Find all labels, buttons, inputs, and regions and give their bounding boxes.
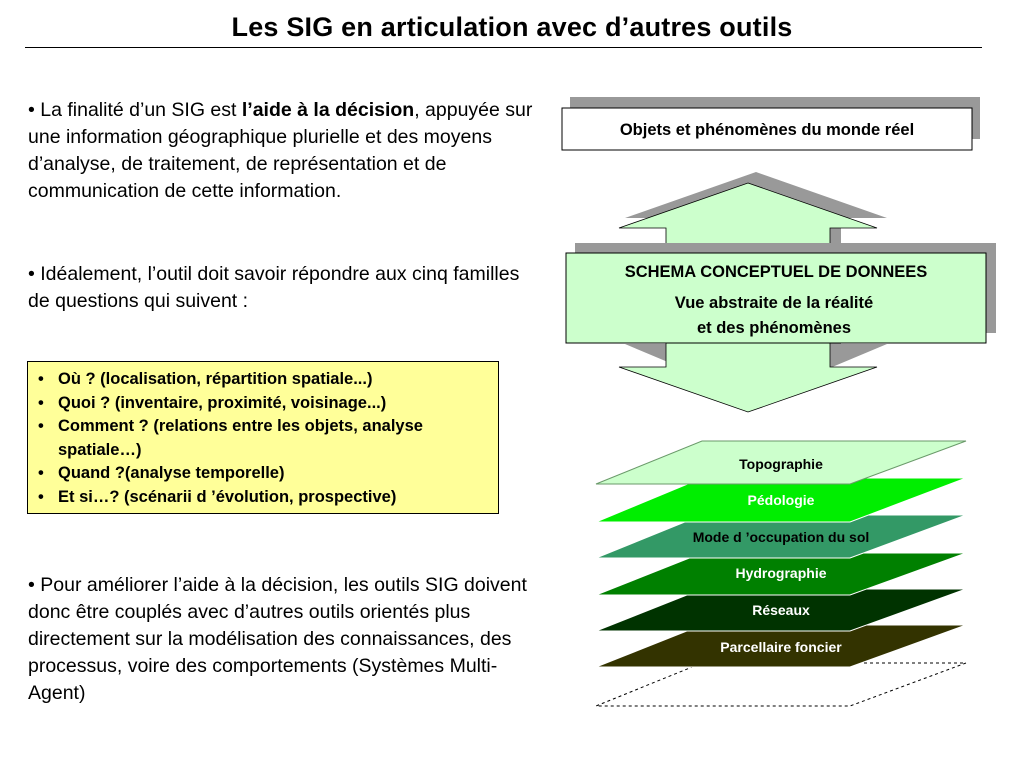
question-item: Quand ?(analyse temporelle) xyxy=(34,462,490,486)
question-item: Et si…? (scénarii d ’évolution, prospect… xyxy=(34,486,490,510)
layer-pedologie xyxy=(595,477,967,523)
bullet: • xyxy=(28,263,35,285)
top-box xyxy=(561,107,973,151)
bullet: • xyxy=(28,99,35,121)
paragraph-coupling: • Pour améliorer l’aide à la décision, l… xyxy=(28,572,533,707)
bullet: • xyxy=(28,574,35,596)
schema-subtitle-line-2: et des phénomènes xyxy=(697,319,851,337)
layer-parcellaire-foncier xyxy=(595,624,967,668)
layer-label-occupation-du-sol: Mode d ’occupation du sol xyxy=(693,529,870,545)
top-box-label: Objets et phénomènes du monde réel xyxy=(620,121,914,139)
layer-stack: Parcellaire foncier Réseaux Hydrographie… xyxy=(595,440,967,707)
layer-occupation-du-sol xyxy=(595,514,967,559)
question-item: Quoi ? (inventaire, proximité, voisinage… xyxy=(34,392,490,416)
questions-list: Où ? (localisation, répartition spatiale… xyxy=(34,368,490,509)
slide-title: Les SIG en articulation avec d’autres ou… xyxy=(231,12,793,42)
paragraph-decision-text-end: , appuyée sur une information géographiq… xyxy=(28,99,533,202)
paragraph-decision: • La finalité d’un SIG est l’aide à la d… xyxy=(28,97,533,205)
question-item: Comment ? (relations entre les objets, a… xyxy=(34,415,490,462)
layer-label-pedologie: Pédologie xyxy=(748,492,815,508)
layer-reseaux xyxy=(595,588,967,632)
layer-label-topographie: Topographie xyxy=(739,456,823,472)
schema-title: SCHEMA CONCEPTUEL DE DONNEES xyxy=(625,263,928,281)
layer-label-hydrographie: Hydrographie xyxy=(735,565,826,581)
layer-label-reseaux: Réseaux xyxy=(752,602,810,618)
paragraph-decision-emphasis: l’aide à la décision xyxy=(241,99,415,121)
paragraph-coupling-text: Pour améliorer l’aide à la décision, les… xyxy=(28,574,527,704)
paragraph-questions-intro-text: Idéalement, l’outil doit savoir répondre… xyxy=(28,263,520,312)
question-item: Où ? (localisation, répartition spatiale… xyxy=(34,368,490,392)
paragraph-questions-intro: • Idéalement, l’outil doit savoir répond… xyxy=(28,261,533,315)
layer-hydrographie xyxy=(595,552,967,596)
layer-topographie xyxy=(595,440,967,485)
title-underline xyxy=(25,47,982,48)
schema-box xyxy=(565,252,987,344)
layer-empty xyxy=(595,662,967,707)
schema-subtitle-line-1: Vue abstraite de la réalité xyxy=(675,294,873,312)
layer-label-parcellaire-foncier: Parcellaire foncier xyxy=(720,639,842,655)
paragraph-decision-text-start: La finalité d’un SIG est xyxy=(40,99,242,121)
questions-box: Où ? (localisation, répartition spatiale… xyxy=(27,361,499,514)
